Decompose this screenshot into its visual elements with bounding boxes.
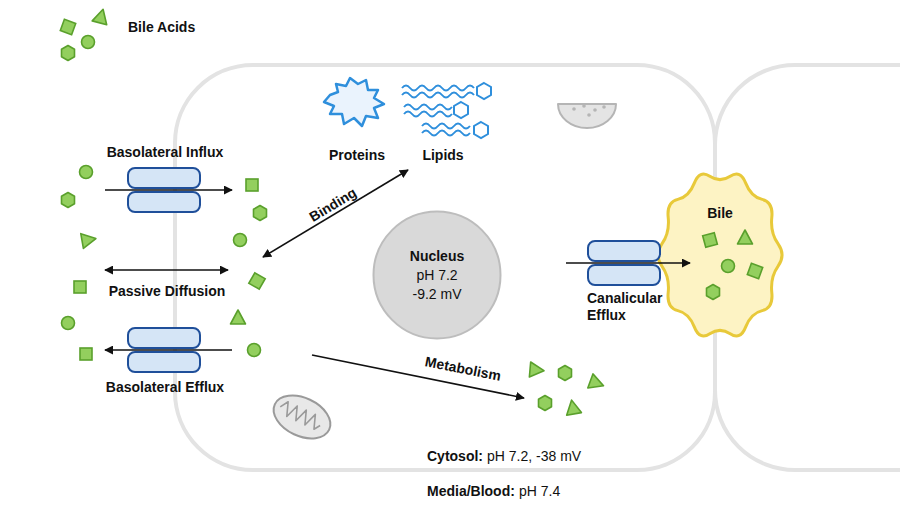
bile-acid-symbol (246, 179, 258, 191)
nucleus-circle: NucleuspH 7.2 -9.2 mV (372, 210, 502, 340)
bile-acid-symbol (82, 36, 95, 49)
efflux-arrow (105, 349, 232, 351)
lipid-head (454, 102, 468, 118)
metabolite-symbol (564, 399, 581, 415)
transporter-half (128, 192, 200, 212)
nucleus-shape (374, 212, 501, 339)
transporter-half (128, 352, 200, 372)
bile-acid-symbol (231, 310, 246, 324)
bile-shape (658, 174, 782, 336)
node-text-box: NucleuspH 7.2 -9.2 mV (372, 210, 502, 340)
lipid-tail (422, 131, 470, 136)
influx-arrow (105, 189, 232, 191)
bile-acid-symbol (92, 7, 110, 24)
metabolite-symbol (529, 362, 544, 378)
node-outline (650, 160, 790, 350)
dot (582, 104, 586, 108)
transporter-half (588, 265, 660, 285)
text-label: Canalicular Efflux (587, 290, 672, 324)
metabolite-symbol (559, 366, 572, 381)
transporter-symbol (588, 241, 660, 285)
mitochondrion-outline (267, 387, 337, 447)
bile-acid-symbol (254, 206, 267, 221)
mitochondrion-icon (267, 387, 337, 447)
dot (587, 113, 591, 117)
transporter-half (588, 241, 660, 261)
lipid-tail (402, 86, 474, 91)
metabolite-symbol (539, 396, 552, 411)
lipid-tail (404, 105, 452, 110)
text-label: Passive Diffusion (109, 283, 226, 300)
bile-acid-symbol (248, 344, 261, 357)
node-heading: Nucleus (410, 247, 464, 266)
dot (602, 105, 606, 109)
bile-acid-symbol (74, 281, 86, 293)
bile-acid-symbol (80, 166, 93, 179)
legend-text: Bile Acids (128, 19, 195, 36)
bile-acid-symbol (80, 348, 92, 360)
node-heading: Bile (707, 204, 733, 223)
bile-acid-symbol (747, 263, 762, 278)
bile-acid-symbol (234, 234, 247, 247)
transporter-half (128, 328, 200, 348)
bile-acid-symbol (707, 285, 720, 300)
bile-acid-symbol (62, 46, 75, 61)
bile-acid-symbol (62, 193, 75, 208)
cristae (278, 400, 324, 431)
text-label: Basolateral Efflux (106, 379, 224, 396)
dot (572, 107, 576, 111)
bile-acid-symbol (60, 19, 75, 34)
node-body: pH 7.2 -9.2 mV (406, 266, 468, 304)
hepatocyte-outline (175, 65, 715, 470)
bile-acid-symbol (249, 273, 265, 289)
lipid-head (474, 122, 488, 138)
lipid-head (477, 83, 491, 99)
text-label: Media/Blood: (427, 483, 515, 500)
bile-acid-symbol (62, 317, 75, 330)
bile-acid-symbol (722, 260, 735, 273)
text-label: Proteins (329, 147, 385, 164)
transporter-half (128, 168, 200, 188)
organelle-dots (572, 104, 606, 117)
text-label: Metabolism (424, 353, 503, 384)
text-label: pH 7.2, -38 mV (487, 448, 581, 465)
bile-acid-symbol (738, 230, 753, 244)
lipid-tail (404, 112, 452, 117)
organelle-icon (558, 104, 616, 128)
text-label: pH 7.4 (519, 483, 560, 500)
node-text-box: Bile (650, 204, 790, 223)
text-label: Cytosol: (427, 448, 483, 465)
bile-acid-symbol (81, 231, 97, 248)
metabolite-symbol (588, 374, 606, 393)
bile-acid-symbol (703, 233, 718, 248)
protein-icon (324, 78, 384, 126)
text-label: Lipids (422, 147, 463, 164)
text-label: Binding (306, 184, 359, 225)
canalicular-arrow (566, 262, 690, 264)
lipid-tail (422, 124, 470, 129)
lipid-tail (402, 93, 474, 98)
diffusion-arrow (105, 269, 228, 271)
dot (593, 108, 597, 112)
text-label: Basolateral Influx (107, 144, 224, 161)
lipid-icon (402, 83, 491, 138)
bile-canaliculus: Bile (650, 160, 790, 350)
